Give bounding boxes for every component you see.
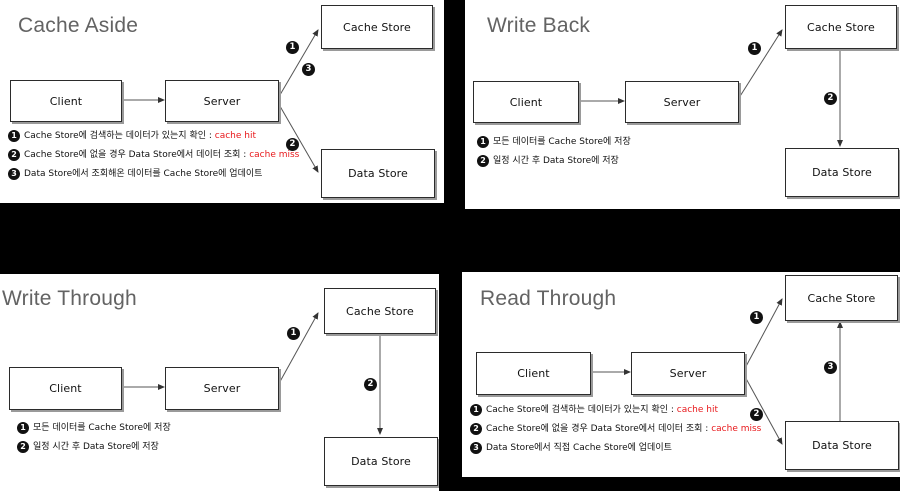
panel-title: Read Through xyxy=(480,287,617,310)
legend-num: 2 xyxy=(8,149,20,161)
legend-num: 2 xyxy=(470,423,482,435)
node-client-label: Client xyxy=(509,95,543,109)
legend-num: 2 xyxy=(17,441,29,453)
legend-row: 1 Cache Store에 검색하는 데이터가 있는지 확인 : cache … xyxy=(8,130,299,142)
legend-num: 3 xyxy=(8,168,20,180)
legend-text-main: Data Store에서 조회해온 데이터를 Cache Store에 업데이트 xyxy=(24,169,263,179)
legend-text-main: Data Store에서 직접 Cache Store에 업데이트 xyxy=(486,443,672,453)
node-data-store-label: Data Store xyxy=(812,439,872,452)
panel-title: Cache Aside xyxy=(18,14,139,37)
node-server-label: Server xyxy=(203,382,241,395)
legend: 1 모든 데이터를 Cache Store에 저장 2 일정 시간 후 Data… xyxy=(17,422,171,460)
panel-title: Write Through xyxy=(2,287,137,310)
legend-text: Cache Store에 없을 경우 Data Store에서 데이터 조회 :… xyxy=(24,149,299,161)
node-data-store[interactable]: Data Store xyxy=(785,148,899,197)
legend-text: Data Store에서 조회해온 데이터를 Cache Store에 업데이트 xyxy=(24,168,262,180)
panel-write-back: Write Back Client Server Cache Store Dat… xyxy=(465,0,900,209)
legend-row: 1 Cache Store에 검색하는 데이터가 있는지 확인 : cache … xyxy=(470,404,761,416)
legend-num: 1 xyxy=(477,136,489,148)
node-client[interactable]: Client xyxy=(473,81,579,123)
legend-text-main: 일정 시간 후 Data Store에 저장 xyxy=(493,156,619,166)
panel-read-through: Read Through Client Server Cache Store D… xyxy=(462,272,900,477)
node-client-label: Client xyxy=(517,367,550,380)
step-badge-2: 2 xyxy=(750,408,763,421)
node-data-store[interactable]: Data Store xyxy=(785,421,899,470)
step-badge-2: 2 xyxy=(824,92,837,105)
node-cache-store-label: Cache Store xyxy=(343,20,411,34)
legend-text: Cache Store에 검색하는 데이터가 있는지 확인 : cache hi… xyxy=(486,404,718,416)
legend-row: 2 일정 시간 후 Data Store에 저장 xyxy=(477,155,631,167)
node-cache-store[interactable]: Cache Store xyxy=(785,5,897,49)
legend-row: 2 Cache Store에 없을 경우 Data Store에서 데이터 조회… xyxy=(8,149,299,161)
node-data-store-label: Data Store xyxy=(348,167,408,180)
node-client[interactable]: Client xyxy=(9,367,122,410)
legend: 1 모든 데이터를 Cache Store에 저장 2 일정 시간 후 Data… xyxy=(477,136,631,174)
step-badge-1: 1 xyxy=(750,311,763,324)
node-server[interactable]: Server xyxy=(631,352,745,395)
node-server-label: Server xyxy=(663,95,701,109)
legend-text: Cache Store에 검색하는 데이터가 있는지 확인 : cache hi… xyxy=(24,130,256,142)
node-server-label: Server xyxy=(669,367,707,380)
step-badge-1: 1 xyxy=(287,327,300,340)
legend-text-main: 모든 데이터를 Cache Store에 저장 xyxy=(33,423,171,433)
node-client[interactable]: Client xyxy=(10,80,122,122)
step-badge-2: 2 xyxy=(286,138,299,151)
node-server[interactable]: Server xyxy=(165,367,279,410)
node-data-store[interactable]: Data Store xyxy=(321,149,435,198)
legend-text-highlight: cache hit xyxy=(214,131,257,141)
legend-row: 2 Cache Store에 없을 경우 Data Store에서 데이터 조회… xyxy=(470,423,761,435)
node-client-label: Client xyxy=(49,382,82,395)
node-server[interactable]: Server xyxy=(165,80,279,122)
legend-text-main: Cache Store에 없을 경우 Data Store에서 데이터 조회 : xyxy=(24,150,250,160)
node-server[interactable]: Server xyxy=(625,81,739,123)
step-badge-2: 2 xyxy=(364,378,377,391)
panel-cache-aside: Cache Aside Client Server Cache Store Da… xyxy=(0,0,444,203)
step-badge-3: 3 xyxy=(824,361,837,374)
node-data-store[interactable]: Data Store xyxy=(324,437,438,486)
panel-title: Write Back xyxy=(487,14,591,37)
legend-num: 1 xyxy=(17,422,29,434)
legend-text: 일정 시간 후 Data Store에 저장 xyxy=(33,441,159,453)
legend-text-highlight: cache hit xyxy=(676,405,719,415)
legend-num: 1 xyxy=(470,404,482,416)
step-badge-1: 1 xyxy=(286,41,299,54)
legend-row: 2 일정 시간 후 Data Store에 저장 xyxy=(17,441,171,453)
legend-text: 모든 데이터를 Cache Store에 저장 xyxy=(33,422,171,434)
panel-write-through: Write Through Client Server Cache Store … xyxy=(0,274,439,491)
node-cache-store-label: Cache Store xyxy=(807,20,875,34)
legend-num: 2 xyxy=(477,155,489,167)
legend-text: Data Store에서 직접 Cache Store에 업데이트 xyxy=(486,442,672,454)
legend-row: 1 모든 데이터를 Cache Store에 저장 xyxy=(477,136,631,148)
node-cache-store[interactable]: Cache Store xyxy=(785,275,898,321)
legend-text-main: 일정 시간 후 Data Store에 저장 xyxy=(33,442,159,452)
node-server-label: Server xyxy=(203,94,241,108)
legend-row: 3 Data Store에서 직접 Cache Store에 업데이트 xyxy=(470,442,761,454)
legend-text-highlight: cache miss xyxy=(711,424,762,434)
legend-text: Cache Store에 없을 경우 Data Store에서 데이터 조회 :… xyxy=(486,423,761,435)
legend-text-main: Cache Store에 검색하는 데이터가 있는지 확인 : xyxy=(486,405,677,415)
legend-text: 모든 데이터를 Cache Store에 저장 xyxy=(493,136,631,148)
legend-num: 1 xyxy=(8,130,20,142)
legend-text-main: Cache Store에 검색하는 데이터가 있는지 확인 : xyxy=(24,131,215,141)
legend-text-highlight: cache miss xyxy=(249,150,300,160)
step-badge-3: 3 xyxy=(302,63,315,76)
legend-row: 3 Data Store에서 조회해온 데이터를 Cache Store에 업데… xyxy=(8,168,299,180)
legend: 1 Cache Store에 검색하는 데이터가 있는지 확인 : cache … xyxy=(8,130,299,187)
legend-text: 일정 시간 후 Data Store에 저장 xyxy=(493,155,619,167)
node-client[interactable]: Client xyxy=(476,352,591,395)
legend-text-main: Cache Store에 없을 경우 Data Store에서 데이터 조회 : xyxy=(486,424,712,434)
legend: 1 Cache Store에 검색하는 데이터가 있는지 확인 : cache … xyxy=(470,404,761,461)
legend-num: 3 xyxy=(470,442,482,454)
step-badge-1: 1 xyxy=(748,42,761,55)
legend-row: 1 모든 데이터를 Cache Store에 저장 xyxy=(17,422,171,434)
node-cache-store[interactable]: Cache Store xyxy=(324,288,436,334)
node-cache-store-label: Cache Store xyxy=(346,304,414,318)
node-data-store-label: Data Store xyxy=(812,166,872,179)
node-cache-store-label: Cache Store xyxy=(807,291,876,305)
node-client-label: Client xyxy=(49,94,83,108)
node-data-store-label: Data Store xyxy=(351,455,411,468)
node-cache-store[interactable]: Cache Store xyxy=(321,5,433,49)
legend-text-main: 모든 데이터를 Cache Store에 저장 xyxy=(493,137,631,147)
